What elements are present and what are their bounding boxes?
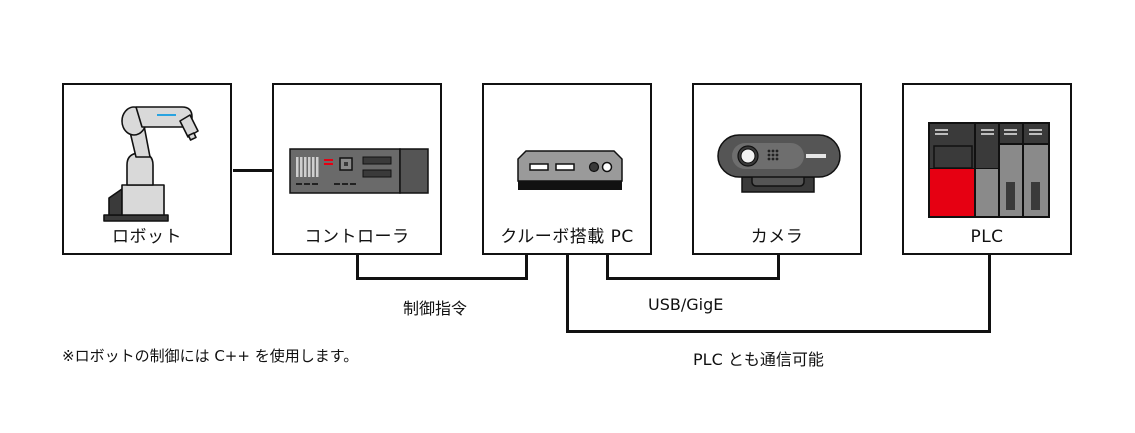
node-label: PLC (970, 227, 1004, 247)
footnote: ※ロボットの制御には C++ を使用します。 (62, 347, 359, 365)
robot-arm-icon (103, 106, 199, 222)
wire-pc-camera-right (777, 255, 780, 280)
connection-label-plc: PLC とも通信可能 (693, 350, 824, 369)
connection-label-usb: USB/GigE (648, 295, 724, 314)
node-robot[interactable]: ロボット (62, 83, 232, 255)
node-label: クルーボ搭載 PC (500, 227, 634, 247)
wire-pc-camera-bottom (606, 277, 780, 280)
wire-robot-controller (233, 169, 273, 172)
wire-pc-plc-left (566, 255, 569, 333)
wire-pc-camera-left (606, 255, 609, 280)
node-controller[interactable]: コントローラ (272, 83, 442, 255)
plc-rack-icon (928, 122, 1050, 218)
mini-pc-icon (517, 150, 623, 190)
node-label: コントローラ (304, 227, 410, 247)
node-label: ロボット (112, 227, 182, 247)
connection-label-control: 制御指令 (403, 299, 468, 318)
node-camera[interactable]: カメラ (692, 83, 862, 255)
wire-pc-plc-right (988, 255, 991, 333)
wire-controller-pc-right (525, 255, 528, 280)
wire-controller-pc-bottom (356, 277, 528, 280)
controller-unit-icon (289, 148, 429, 194)
webcam-icon (717, 134, 841, 193)
node-plc[interactable]: PLC (902, 83, 1072, 255)
node-pc[interactable]: クルーボ搭載 PC (482, 83, 652, 255)
wire-controller-pc-left (356, 255, 359, 280)
node-label: カメラ (750, 227, 804, 247)
wire-pc-plc-bottom (566, 330, 991, 333)
